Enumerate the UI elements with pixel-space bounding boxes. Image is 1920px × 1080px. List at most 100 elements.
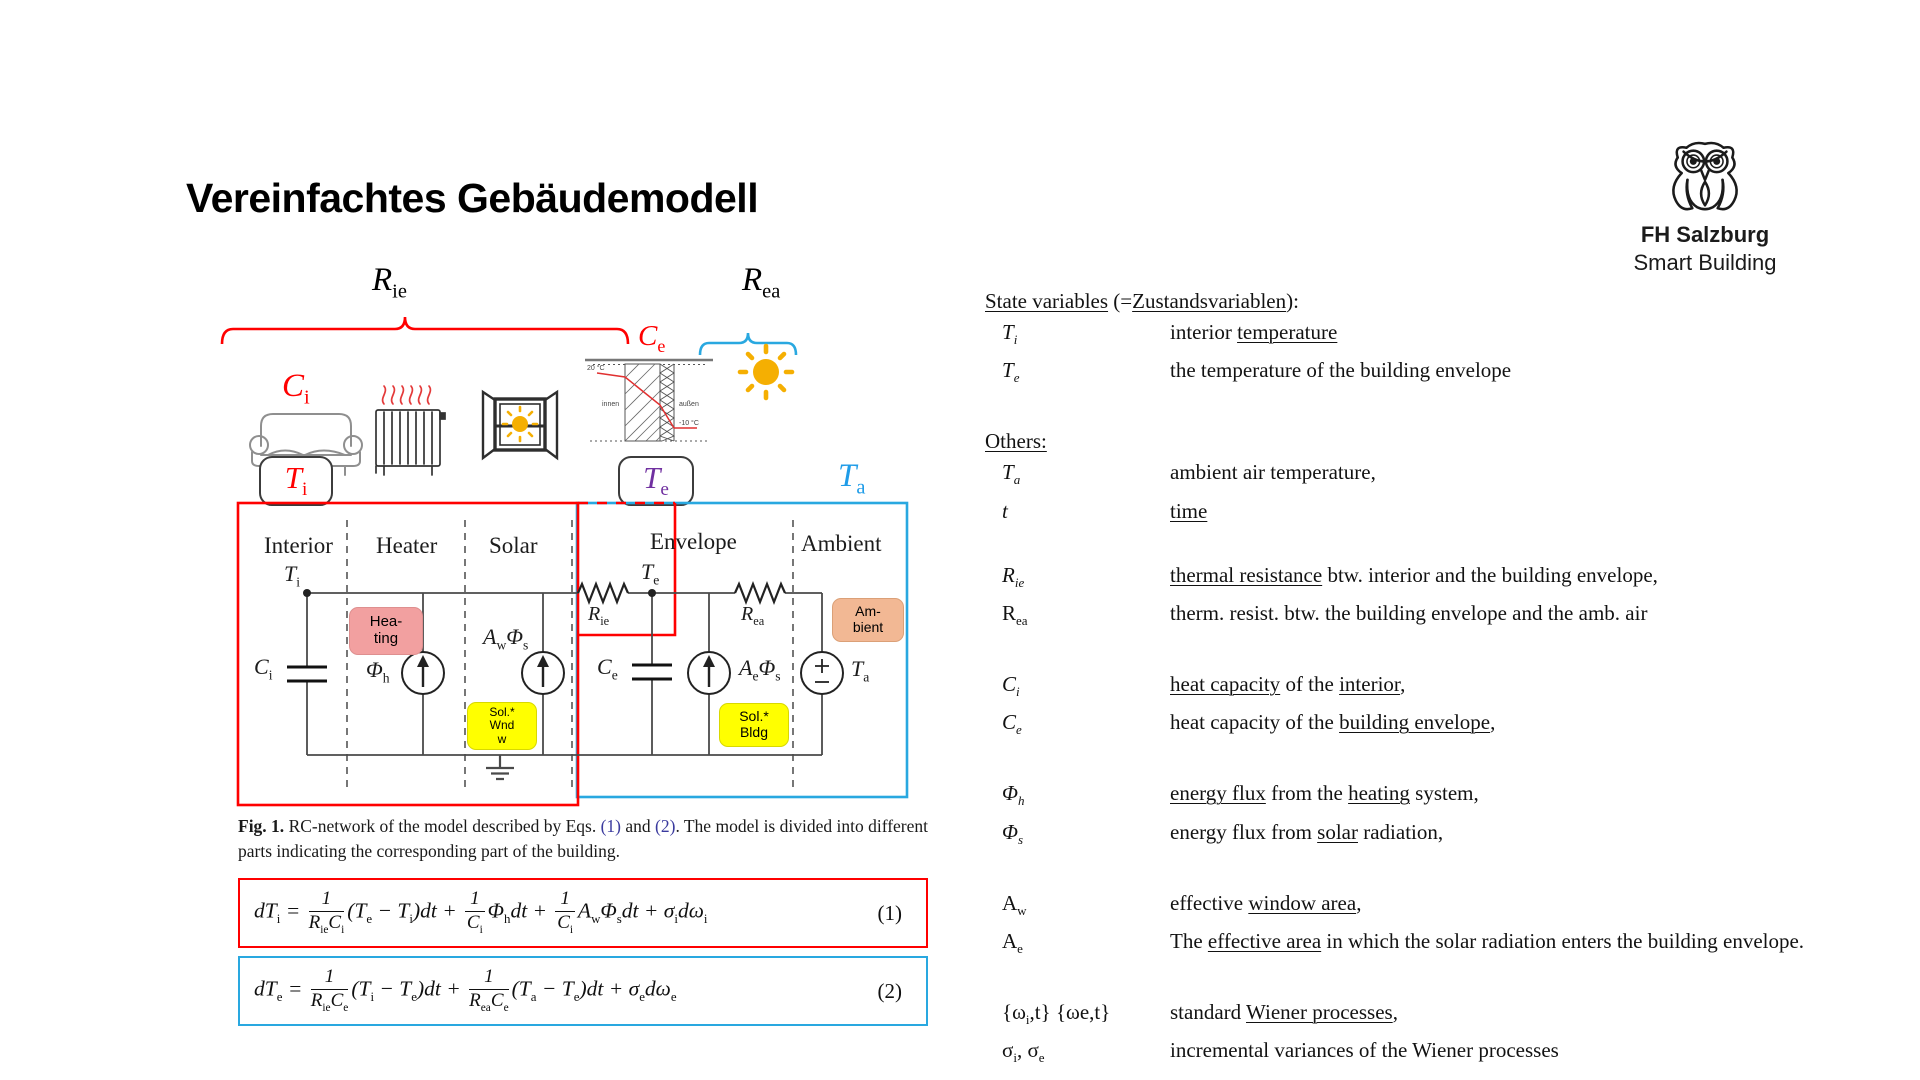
legend-block-wiener: {ωi,t} {ωe,t} standard Wiener processes,… <box>985 997 1830 1073</box>
legend-block-areas: Aw effective window area, Ae The effecti… <box>985 888 1830 964</box>
res-rie-label: Rie <box>588 603 610 628</box>
wall-label-out: außen <box>679 401 699 408</box>
legend-description: interior temperature <box>1170 320 1338 344</box>
src-ta-label: Ta <box>851 656 870 685</box>
eq1-ref-link[interactable]: (1) <box>600 816 621 836</box>
te-box: Te <box>618 456 694 506</box>
section-heater: Heater <box>376 533 438 558</box>
variable-legend: State variables (=Zustandsvariablen): Ti… <box>985 286 1830 1080</box>
te-label: Te <box>643 460 669 501</box>
sun-icon <box>737 343 795 401</box>
capacitor-ci-symbol <box>287 665 327 683</box>
legend-block-others: Others: Ta ambient air temperature, t ti… <box>985 426 1830 526</box>
legend-description: energy flux from solar radiation, <box>1170 819 1444 844</box>
legend-symbol: Ae <box>1002 928 1023 957</box>
ti-label: Ti <box>284 460 308 501</box>
ce-icon-label: Ce <box>638 320 666 356</box>
legend-heading: Others: <box>985 429 1047 454</box>
legend-row: Ti interior temperature <box>985 317 1830 355</box>
ae-phis-label: AeΦs <box>739 655 781 684</box>
equation-2-number: (2) <box>877 978 903 1003</box>
ta-label: Ta <box>838 458 866 499</box>
rea-brace-label: Rea <box>742 262 781 303</box>
current-source-solar-window <box>521 651 565 695</box>
res-rea-label: Rea <box>741 603 765 628</box>
legend-row: Ae The effective area in which the solar… <box>985 926 1830 964</box>
legend-symbol: Rea <box>1002 600 1028 628</box>
window-icon <box>481 389 559 461</box>
radiator-icon <box>375 385 446 476</box>
section-solar: Solar <box>489 533 538 558</box>
legend-description: time <box>1170 498 1208 523</box>
ci-icon-label: Ci <box>282 368 310 409</box>
legend-description: effective window area, <box>1170 890 1362 915</box>
current-source-solar-bldg <box>687 651 731 695</box>
section-interior: Interior <box>264 533 333 558</box>
ambient-callout: Am-bient <box>832 598 904 642</box>
legend-symbol: t <box>1002 498 1008 523</box>
logo-text-line2: Smart Building <box>1633 250 1777 275</box>
legend-symbol: Rie <box>1002 562 1025 590</box>
legend-row: Aw effective window area, <box>985 888 1830 926</box>
legend-symbol: Ce <box>1002 710 1022 738</box>
legend-symbol: {ωi,t} {ωe,t} <box>1002 1000 1111 1028</box>
legend-description: the temperature of the building envelope <box>1170 358 1512 383</box>
rie-brace <box>220 316 630 345</box>
owl-icon <box>1672 141 1738 211</box>
legend-heading: State variables (=Zustandsvariablen): <box>985 289 1299 313</box>
red-region-box <box>236 501 580 807</box>
legend-symbol: Ti <box>1002 320 1018 348</box>
page-title: Vereinfachtes Gebäudemodell <box>186 175 759 221</box>
wall-temp-out: -10 °C <box>679 419 699 427</box>
legend-symbol: Te <box>1002 358 1020 386</box>
legend-description: ambient air temperature, <box>1170 460 1376 485</box>
legend-description: The effective area in which the solar ra… <box>1170 928 1805 953</box>
legend-description: heat capacity of the building envelope, <box>1170 710 1496 735</box>
legend-symbol: Φs <box>1002 819 1024 847</box>
legend-description: heat capacity of the interior, <box>1170 671 1406 696</box>
voltage-source-ta <box>800 651 844 695</box>
caption-fig-number: Fig. 1. <box>238 816 285 836</box>
rc-network-figure <box>236 501 909 807</box>
ground-symbol <box>486 755 514 781</box>
heating-callout: Hea-ting <box>349 607 423 655</box>
cap-ci-label: Ci <box>254 654 273 683</box>
legend-symbol: Ta <box>1002 460 1021 488</box>
legend-symbol: σi, σe <box>1002 1038 1045 1066</box>
legend-symbol: Ci <box>1002 671 1020 700</box>
rea-brace <box>698 332 798 356</box>
cap-ce-label: Ce <box>597 654 618 683</box>
legend-row: Φs energy flux from solar radiation, <box>985 817 1830 855</box>
eq2-ref-link[interactable]: (2) <box>655 816 676 836</box>
legend-row: Te the temperature of the building envel… <box>985 355 1830 393</box>
node-ti <box>303 589 311 597</box>
legend-symbol: Φh <box>1002 781 1025 809</box>
wall-label-in: innen <box>602 401 619 408</box>
legend-row: Ta ambient air temperature, <box>985 457 1830 495</box>
logo-text-line1: FH Salzburg <box>1640 222 1770 247</box>
figure-caption: Fig. 1. RC-network of the model describe… <box>238 816 929 861</box>
wall-section-icon: 20 °C -10 °C innen außen <box>585 358 713 442</box>
legend-block-state-variables: State variables (=Zustandsvariablen): Ti… <box>985 286 1830 393</box>
legend-description: standard Wiener processes, <box>1170 1000 1398 1025</box>
legend-row: Ci heat capacity of the interior, <box>985 669 1830 707</box>
legend-row: {ωi,t} {ωe,t} standard Wiener processes, <box>985 997 1830 1035</box>
legend-description: therm. resist. btw. the building envelop… <box>1170 600 1648 625</box>
legend-description: energy flux from the heating system, <box>1170 781 1479 806</box>
rie-brace-label: Rie <box>372 262 407 303</box>
legend-row: Φh energy flux from the heating system, <box>985 778 1830 816</box>
aw-phis-label: AwΦs <box>483 624 529 653</box>
legend-block-capacities: Ci heat capacity of the interior, Ce hea… <box>985 669 1830 745</box>
resistor-rie-symbol <box>576 580 630 606</box>
node-ti-label: Ti <box>284 561 301 590</box>
node-te-label: Te <box>641 559 660 588</box>
legend-row: Rie thermal resistance btw. interior and… <box>985 560 1830 598</box>
phi-h-label: Φh <box>366 657 390 686</box>
legend-description: incremental variances of the Wiener proc… <box>1170 1038 1559 1063</box>
